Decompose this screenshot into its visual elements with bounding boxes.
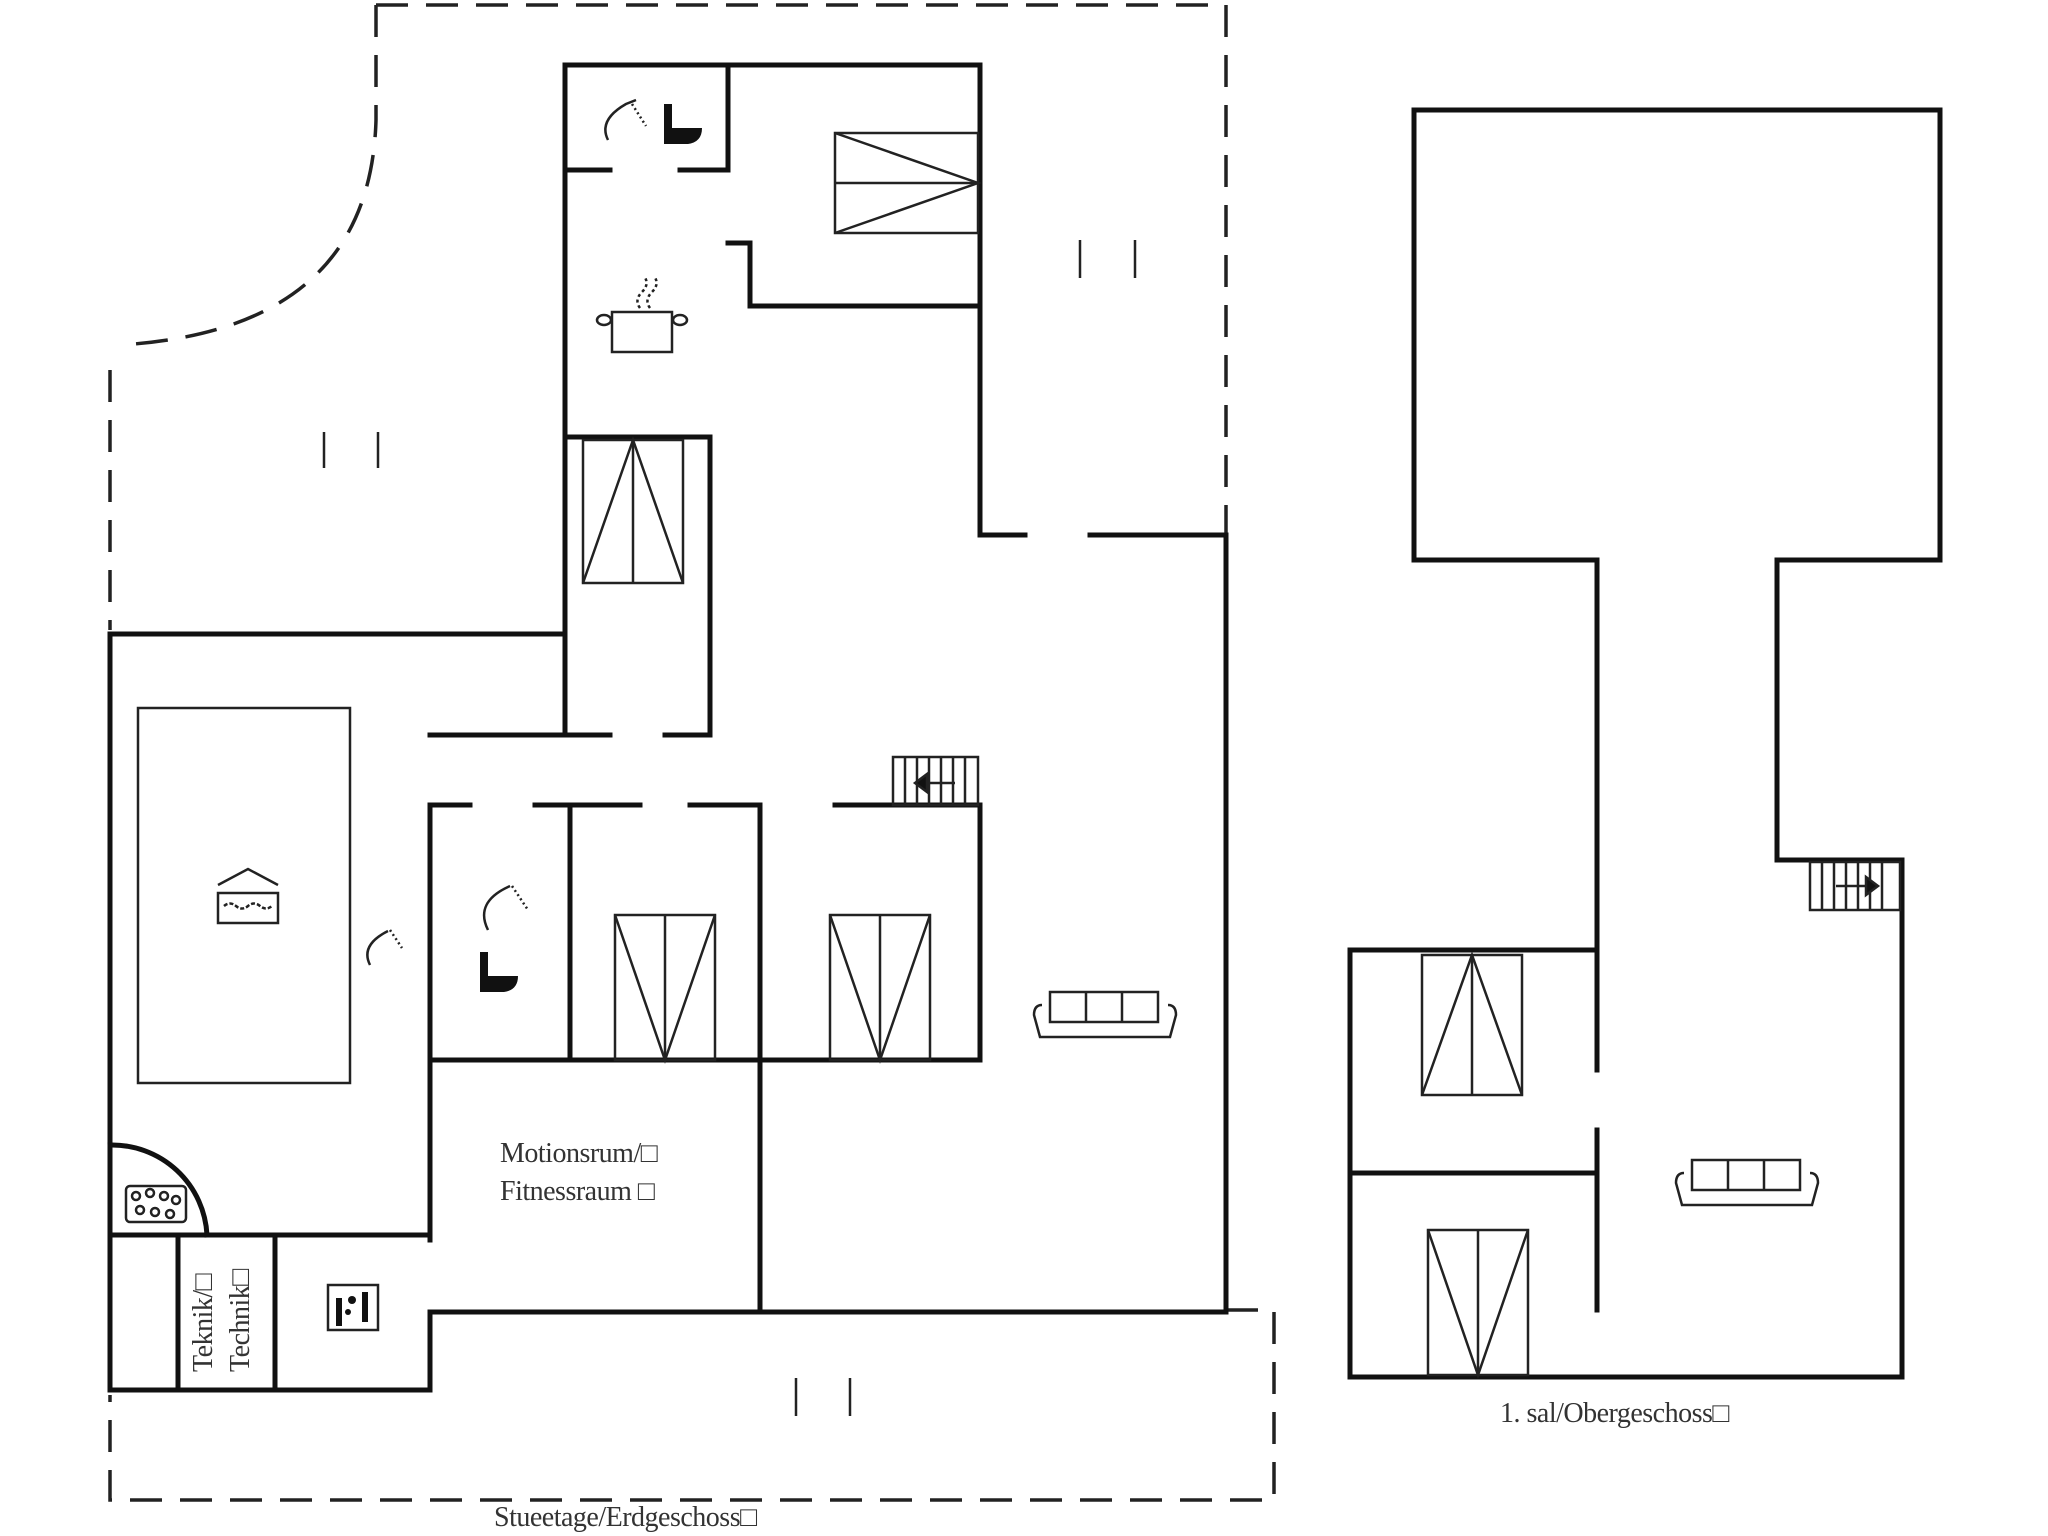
whirlpool-arc: [107, 1142, 210, 1238]
stairs-up-arrow-icon: [1808, 860, 1902, 912]
terrace-icon: [322, 240, 1137, 1416]
ground-floor-title: Stueetage/Erdgeschoss□: [494, 1502, 757, 1533]
wall: [567, 802, 763, 1313]
sofa-icon: [1032, 990, 1178, 1039]
shower-icon: [482, 884, 530, 931]
bed-icon: [1426, 1228, 1530, 1379]
room-label-technik: Teknik/□: [188, 1273, 219, 1372]
upper-floor-plan: [1347, 107, 1943, 1380]
cooking-pot-icon: [595, 275, 689, 354]
wall: [107, 62, 1229, 1393]
ground-floor-plan: [107, 3, 1276, 1502]
bed-icon: [828, 913, 932, 1064]
sauna-icon: [326, 1283, 380, 1332]
sofa-icon: [1674, 1158, 1820, 1207]
bed-icon: [1420, 951, 1524, 1097]
wall: [562, 62, 1028, 538]
toilet-icon: [480, 952, 518, 992]
room-label-fitness: Motionsrum/□: [500, 1138, 658, 1169]
wall: [1347, 107, 1943, 1380]
bed-icon: [581, 436, 685, 585]
wall: [175, 1232, 278, 1391]
room-label-fitness-de: Fitnessraum □: [500, 1176, 655, 1207]
wall: [562, 62, 731, 173]
whirlpool-icon: [124, 1184, 188, 1224]
pool-icon: [216, 867, 280, 925]
room-label-technik-de: Technik□: [225, 1269, 256, 1372]
wall: [562, 434, 713, 738]
stairs-down-arrow-icon: [891, 755, 980, 807]
shower-icon: [604, 98, 648, 141]
bed-icon: [613, 913, 717, 1064]
upper-floor-title: 1. sal/Obergeschoss□: [1500, 1398, 1729, 1429]
wall: [725, 240, 983, 309]
stairs-icon: [833, 131, 982, 235]
pool-basin: [136, 706, 352, 1085]
terrace-outline-bottom: [108, 1308, 1276, 1502]
terrace-outline-top: [376, 3, 1228, 535]
wall: [427, 802, 983, 1063]
shower-icon: [366, 929, 404, 966]
door-swing-arc: [119, 5, 378, 347]
toilet-icon: [664, 104, 702, 144]
